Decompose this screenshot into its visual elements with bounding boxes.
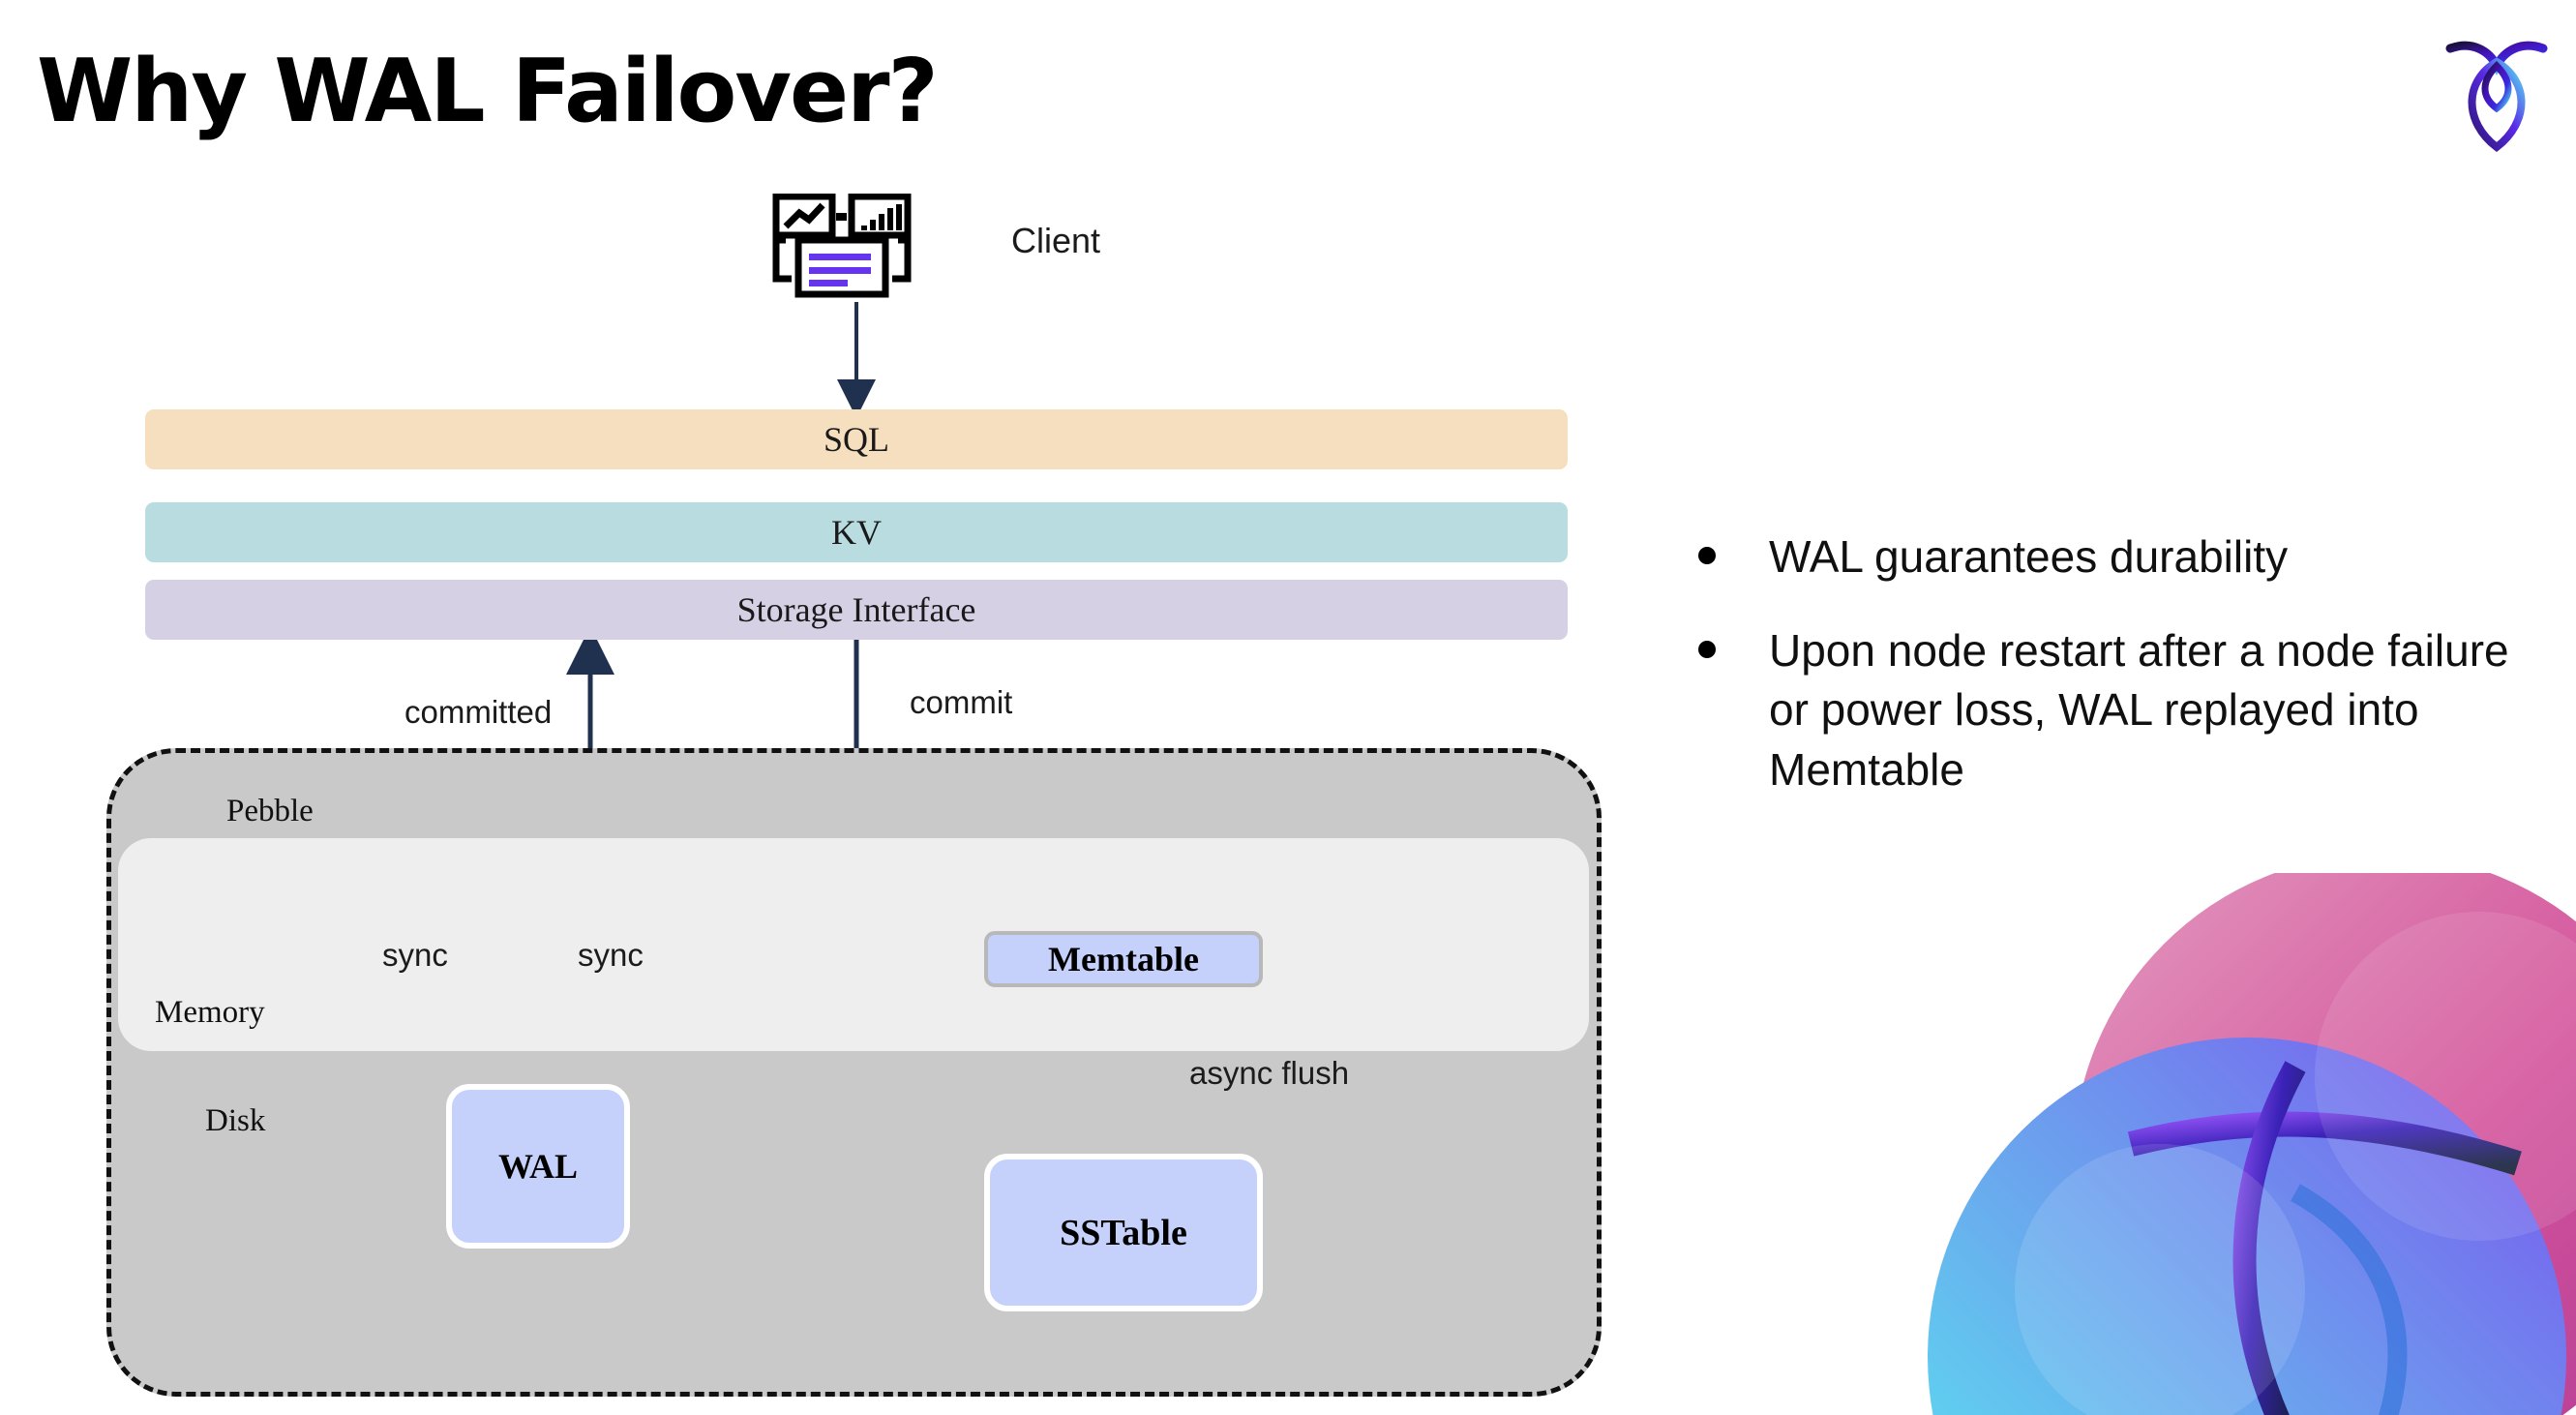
page-title: Why WAL Failover? xyxy=(37,41,939,142)
layer-bar-storage-interface-label: Storage Interface xyxy=(736,590,976,629)
bullet-list: WAL guarantees durability Upon node rest… xyxy=(1698,527,2511,834)
memory-zone xyxy=(118,838,1589,1051)
edge-label-sync-left: sync xyxy=(382,937,448,973)
node-memtable-label: Memtable xyxy=(1048,940,1199,978)
node-memtable[interactable]: Memtable xyxy=(984,931,1263,987)
node-sstable[interactable]: SSTable xyxy=(984,1154,1263,1311)
layer-bar-kv-label: KV xyxy=(831,513,882,552)
node-wal[interactable]: WAL xyxy=(446,1084,630,1249)
list-item: WAL guarantees durability xyxy=(1698,527,2511,587)
cockroachdb-logo-icon xyxy=(2439,27,2555,153)
memory-label: Memory xyxy=(155,995,265,1030)
layer-bar-storage-interface[interactable]: Storage Interface xyxy=(145,580,1568,640)
layer-bar-kv[interactable]: KV xyxy=(145,502,1568,562)
layer-bar-sql[interactable]: SQL xyxy=(145,409,1568,469)
client-label: Client xyxy=(1011,221,1101,260)
layer-bar-sql-label: SQL xyxy=(823,420,889,459)
bullet-text: Upon node restart after a node failure o… xyxy=(1769,625,2509,795)
edge-label-async-flush: async flush xyxy=(1189,1055,1350,1091)
client-dashboard-icon xyxy=(772,193,927,300)
pebble-label: Pebble xyxy=(226,794,314,828)
architecture-diagram: Client SQL KV Storage Interface Pebble M… xyxy=(106,193,1602,1397)
bullet-text: WAL guarantees durability xyxy=(1769,531,2289,582)
edge-label-sync-right: sync xyxy=(578,937,644,973)
edge-label-commit: commit xyxy=(910,684,1013,720)
node-sstable-label: SSTable xyxy=(1060,1212,1187,1253)
bullet-dot-icon xyxy=(1698,641,1716,659)
bullet-dot-icon xyxy=(1698,547,1716,564)
disk-label: Disk xyxy=(205,1103,266,1138)
decorative-circles-graphic xyxy=(1841,873,2576,1415)
list-item: Upon node restart after a node failure o… xyxy=(1698,621,2511,799)
edge-label-committed: committed xyxy=(404,694,553,730)
node-wal-label: WAL xyxy=(497,1147,579,1186)
